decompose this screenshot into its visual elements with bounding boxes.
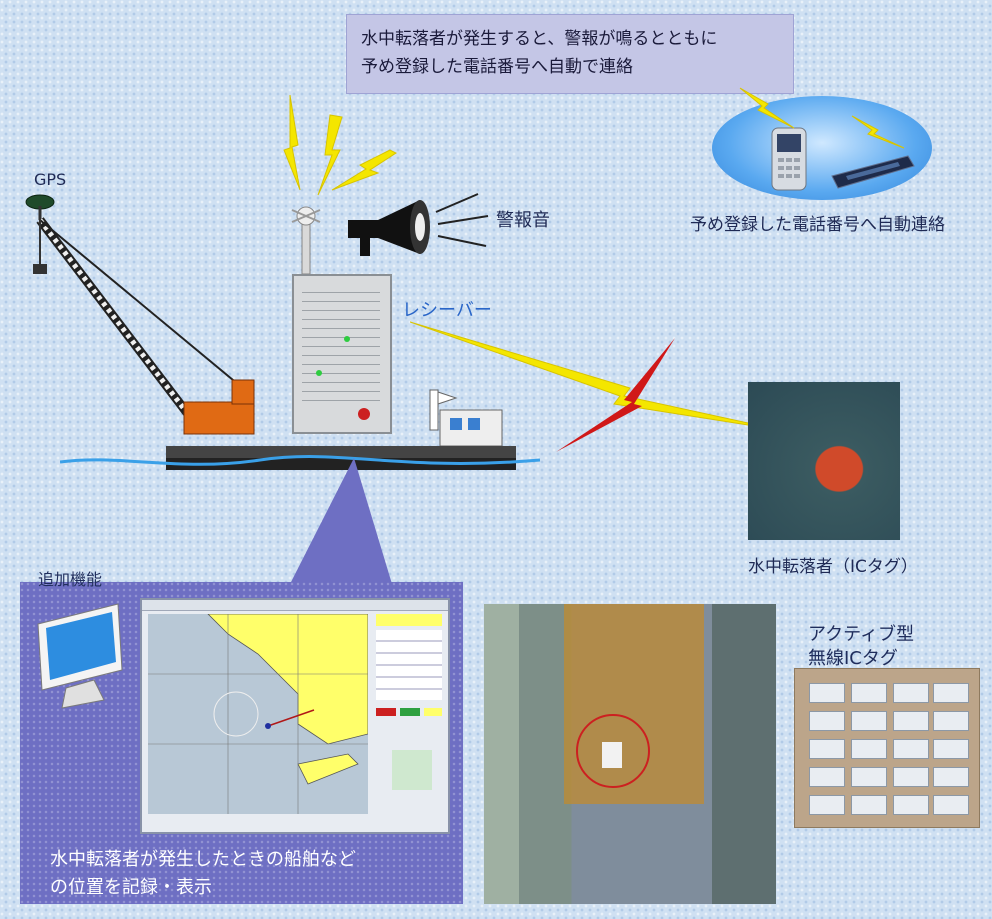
antenna-icon bbox=[291, 206, 321, 274]
gps-label: GPS bbox=[34, 170, 67, 189]
mobile-phone-icon bbox=[771, 127, 807, 191]
ic-tag bbox=[933, 767, 969, 787]
slim-phone-icon bbox=[831, 155, 915, 189]
alarm-label: 警報音 bbox=[496, 210, 550, 231]
ic-tag bbox=[809, 683, 845, 703]
ic-tag bbox=[933, 795, 969, 815]
panel-caption: 水中転落者が発生したときの船舶など の位置を記録・表示 bbox=[50, 846, 356, 902]
ic-tag bbox=[851, 739, 887, 759]
tag-title-2: 無線ICタグ bbox=[808, 648, 898, 669]
person-label: 水中転落者（ICタグ） bbox=[748, 557, 918, 577]
lightning-icon bbox=[283, 95, 398, 196]
callout-line-2: 予め登録した電話番号へ自動で連絡 bbox=[361, 57, 633, 77]
megaphone-icon bbox=[348, 193, 489, 256]
ic-tag bbox=[893, 711, 929, 731]
ic-tag bbox=[851, 795, 887, 815]
ic-tag bbox=[893, 683, 929, 703]
person-in-water-photo bbox=[748, 382, 900, 540]
ic-tag bbox=[933, 711, 969, 731]
signal-bolt-icon bbox=[739, 87, 795, 129]
map-view bbox=[148, 614, 368, 814]
ic-tag bbox=[809, 767, 845, 787]
panel-caption-line-2: の位置を記録・表示 bbox=[50, 877, 212, 898]
ic-tag bbox=[893, 767, 929, 787]
ic-tag-board bbox=[794, 668, 980, 828]
phone-area bbox=[712, 96, 932, 200]
receiver-device bbox=[292, 274, 392, 434]
ic-tag bbox=[809, 795, 845, 815]
barge-icon bbox=[60, 389, 541, 470]
worker-photo bbox=[484, 604, 776, 904]
notification-callout: 水中転落者が発生すると、警報が鳴るとともに 予め登録した電話番号へ自動で連絡 bbox=[346, 14, 794, 94]
receiver-label: レシーバー bbox=[402, 300, 492, 321]
ic-tag bbox=[893, 739, 929, 759]
panel-title: 追加機能 bbox=[38, 570, 103, 589]
ic-tag bbox=[933, 683, 969, 703]
ic-tag bbox=[809, 739, 845, 759]
transmission-bolt bbox=[410, 321, 781, 452]
callout-line-1: 水中転落者が発生すると、警報が鳴るとともに bbox=[361, 29, 718, 49]
panel-caption-line-1: 水中転落者が発生したときの船舶など bbox=[50, 849, 356, 870]
ic-tag bbox=[851, 683, 887, 703]
ic-tag bbox=[851, 767, 887, 787]
ic-tag bbox=[893, 795, 929, 815]
signal-bolt-icon-2 bbox=[851, 115, 905, 149]
ic-tag bbox=[933, 739, 969, 759]
map-display-screenshot bbox=[140, 598, 450, 834]
callout-pointer bbox=[290, 458, 392, 584]
monitor-icon bbox=[37, 603, 123, 709]
ic-tag bbox=[851, 711, 887, 731]
crane-icon bbox=[25, 194, 255, 435]
ic-tag bbox=[809, 711, 845, 731]
tag-title-1: アクティブ型 bbox=[808, 624, 915, 645]
phone-label: 予め登録した電話番号へ自動連絡 bbox=[690, 215, 945, 235]
